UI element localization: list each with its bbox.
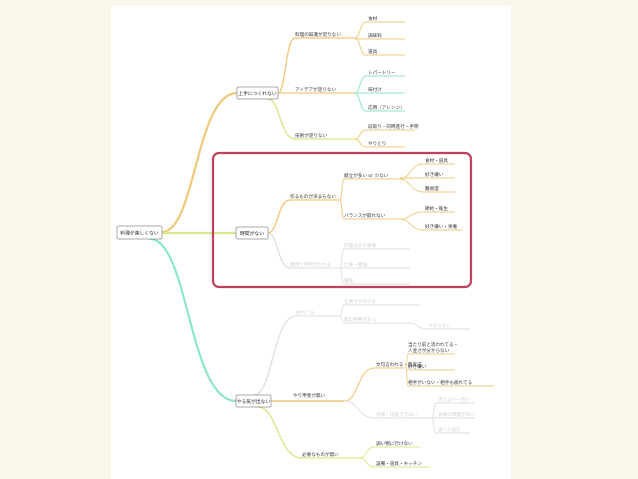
edge-b1-sub3 xyxy=(267,98,296,140)
branch-node-time[interactable]: 時間がない xyxy=(235,226,269,240)
leaf-ingredients-tools[interactable]: 食材・道具 xyxy=(425,157,448,164)
root-node[interactable]: 料理が楽しくない xyxy=(116,225,163,240)
node-evaluation[interactable]: 評価・比較できない xyxy=(376,411,418,418)
node-balance[interactable]: バランスが取れない xyxy=(344,212,386,219)
leaf-no-partner[interactable]: 相手がいない・相手も疲れてる xyxy=(408,379,472,386)
canvas-paper xyxy=(111,6,511,479)
edge-b3-l4 xyxy=(405,353,409,369)
leaf-tools[interactable]: 道具 xyxy=(368,48,378,55)
leaf-boring[interactable]: つまらない xyxy=(428,322,451,329)
leaf-taken-for-granted[interactable]: 当たり前と思われてる・ xyxy=(408,341,458,348)
node-tired[interactable]: 疲れてる xyxy=(296,309,314,316)
edge-root-branch3 xyxy=(148,237,238,403)
leaf-surroundings[interactable]: 周りより一回り xyxy=(438,397,470,403)
branch-label-motivation: やる気が出ない xyxy=(237,398,271,405)
branch-node-motivation[interactable]: やる気が出ない xyxy=(235,394,272,408)
node-troublesome[interactable]: 面倒で手間がかかる xyxy=(290,261,331,268)
branch-node-skill[interactable]: 上手につくれない xyxy=(236,86,279,100)
edge-b1-l3 xyxy=(354,37,367,56)
leaf-flavoring[interactable]: 味付け xyxy=(368,86,382,93)
edge-b3-l11 xyxy=(359,457,375,468)
edge-b3-l7 xyxy=(431,402,437,419)
leaf-likes-nutrition[interactable]: 好き嫌い・栄養 xyxy=(425,223,458,230)
edge-b2-g2 xyxy=(339,199,345,220)
edge-b3-l10 xyxy=(359,446,375,459)
edge-b2-l1 xyxy=(399,163,424,180)
edge-b2-l6 xyxy=(339,248,345,269)
node-ideas[interactable]: アイデアが足りない xyxy=(295,86,337,93)
edge-b3-sub3 xyxy=(257,406,303,459)
leaf-housework[interactable]: 料理以外の家事 xyxy=(344,242,377,249)
leaf-repertoire[interactable]: レパートリー xyxy=(368,70,396,76)
edge-b2-l4 xyxy=(399,211,424,220)
leaf-difficulty[interactable]: 難易度 xyxy=(425,185,439,192)
leaf-errands[interactable]: 家の用事がある xyxy=(344,316,376,323)
edge-b2-l3 xyxy=(399,178,424,193)
edge-b3-l1 xyxy=(339,304,345,317)
node-unrewarding[interactable]: やり甲斐が無い xyxy=(293,392,326,399)
edge-b3-g2 xyxy=(344,400,375,419)
node-undecided[interactable]: 作るものが決まらない xyxy=(290,193,336,200)
edge-b3-l6 xyxy=(405,367,409,387)
branch-label-time: 時間がない xyxy=(240,230,264,237)
leaf-live-far[interactable]: 遠くに住む xyxy=(438,426,461,433)
edge-b2-sub2 xyxy=(267,232,291,269)
root-label: 料理が楽しくない xyxy=(120,230,159,237)
leaf-unclear-standard[interactable]: 人並さが分からない xyxy=(408,347,450,354)
edge-b1-l1 xyxy=(354,21,367,39)
edge-b3-sub1 xyxy=(253,315,297,396)
edge-b1-l6 xyxy=(354,92,367,112)
edge-b1-l7 xyxy=(354,129,367,140)
leaf-likes-dislikes[interactable]: 好き嫌い xyxy=(425,171,444,178)
leaf-meal-early[interactable]: 食事の時間が早い xyxy=(438,411,475,418)
leaf-seasoning[interactable]: 調味料 xyxy=(368,32,382,39)
leaf-timing[interactable]: 段取り・同時進行・手際 xyxy=(368,123,419,130)
mindmap-connectors xyxy=(148,21,494,468)
node-technique[interactable]: 技術が足りない xyxy=(295,132,328,139)
edge-root-branch1 xyxy=(160,91,239,234)
node-lacking[interactable]: 必要なものが無い xyxy=(302,451,339,458)
leaf-cant-shop[interactable]: 調い物に行けない xyxy=(376,440,413,447)
highlight-frame xyxy=(211,151,473,289)
leaf-arrange[interactable]: 応用（アレンジ） xyxy=(368,104,405,111)
leaf-picky[interactable]: 好き嫌い xyxy=(408,363,427,370)
edge-b1-l8 xyxy=(354,138,367,148)
edge-b3-l3 xyxy=(409,322,427,330)
edge-b1-l4 xyxy=(354,75,367,94)
node-knowledge[interactable]: 料理の知識が足りない xyxy=(295,31,341,38)
node-menu-count[interactable]: 献立が多い or 少ない xyxy=(344,172,389,179)
leaf-hobby[interactable]: 趣味 xyxy=(344,277,354,284)
edge-b1-sub1 xyxy=(277,37,296,94)
edge-b2-g1 xyxy=(339,178,345,201)
leaf-exhausted[interactable]: 仕事でクタクタ xyxy=(344,298,376,305)
branch-label-skill: 上手につくれない xyxy=(238,90,277,97)
leaf-saving-hygiene[interactable]: 節約・衛生 xyxy=(425,205,448,212)
leaf-exchange[interactable]: やりとり xyxy=(368,140,386,147)
edge-b3-l2 xyxy=(339,315,345,324)
edge-b2-l8 xyxy=(339,267,345,285)
leaf-ingredients[interactable]: 食材 xyxy=(368,15,378,22)
edge-b3-l9 xyxy=(431,417,437,434)
node-complaints[interactable]: 文句言われる・無反応 xyxy=(376,361,422,368)
leaf-equipment[interactable]: 設備・道具・キッチン xyxy=(376,460,422,467)
edge-b2-sub1 xyxy=(267,199,291,234)
edge-b3-g1 xyxy=(344,367,375,402)
leaf-work-study[interactable]: 仕事・勉強 xyxy=(344,261,367,268)
edge-b2-l5 xyxy=(399,218,424,231)
